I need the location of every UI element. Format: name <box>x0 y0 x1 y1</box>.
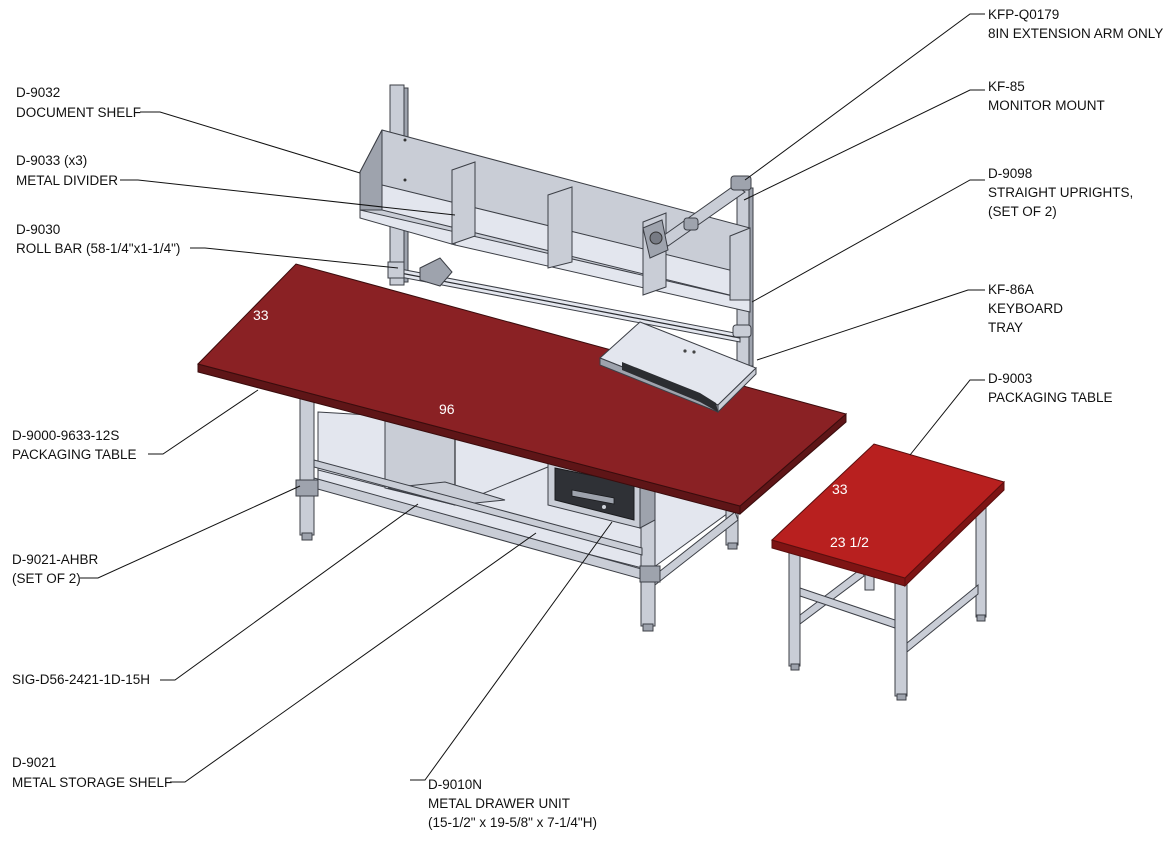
label-d-9032-part: D-9032 <box>16 85 60 100</box>
label-d-9021-part: D-9021 <box>12 755 56 770</box>
leader-kf-86a <box>756 289 985 361</box>
dim-main-length: 96 <box>439 401 455 417</box>
document-shelf <box>359 129 751 313</box>
label-d-9098-part: D-9098 <box>988 166 1032 181</box>
leader-sig-d56 <box>160 503 419 681</box>
label-d-9030-part: D-9030 <box>16 222 60 237</box>
label-d-9021-ahbr-desc: (SET OF 2) <box>12 571 81 586</box>
leader-d-9021-ahbr <box>80 485 301 579</box>
leader-d-9098 <box>751 179 985 303</box>
keyboard-tray <box>599 321 757 414</box>
leader-d-9021 <box>170 532 537 783</box>
label-sig-d56-part: SIG-D56-2421-1D-15H <box>12 672 150 687</box>
label-d-9032-desc: DOCUMENT SHELF <box>16 105 141 120</box>
label-kf-85-desc: MONITOR MOUNT <box>988 98 1105 113</box>
leader-lines <box>80 13 985 783</box>
label-d-9003-part: D-9003 <box>988 371 1032 386</box>
dim-side-width: 23 1/2 <box>830 534 869 550</box>
label-d-9021-ahbr-part: D-9021-AHBR <box>12 552 99 567</box>
label-d-9000-desc: PACKAGING TABLE <box>12 447 137 462</box>
leader-kfp-q0179 <box>744 13 985 181</box>
label-d-9033-part: D-9033 (x3) <box>16 153 87 168</box>
label-kf-85-part: KF-85 <box>988 79 1025 94</box>
roll-bar <box>387 257 741 343</box>
main-table-top: 33 96 <box>197 263 848 516</box>
label-d-9000-part: D-9000-9633-12S <box>12 428 119 443</box>
label-d-9010n-desc-2: (15-1/2" x 19-5/8" x 7-1/4"H) <box>428 815 597 830</box>
leader-kf-85 <box>743 89 985 201</box>
label-kf-86a-desc-1: KEYBOARD <box>988 301 1063 316</box>
label-d-9098-desc-2: (SET OF 2) <box>988 204 1057 219</box>
label-kfp-q0179-desc: 8IN EXTENSION ARM ONLY <box>988 26 1163 41</box>
dim-main-depth: 33 <box>253 307 269 323</box>
leader-d-9030 <box>190 247 399 269</box>
label-d-9021-desc: METAL STORAGE SHELF <box>12 775 172 790</box>
leader-d-9032 <box>140 111 361 174</box>
label-kf-86a-desc-2: TRAY <box>988 320 1023 335</box>
label-d-9010n-part: D-9010N <box>428 777 482 792</box>
label-d-9098-desc-1: STRAIGHT UPRIGHTS, <box>988 185 1133 200</box>
leader-d-9003 <box>909 379 985 456</box>
leader-d-9010n <box>410 521 613 781</box>
main-leg-front-left <box>299 394 315 536</box>
label-d-9030-desc: ROLL BAR (58-1/4"x1-1/4") <box>16 241 180 256</box>
metal-divider <box>547 186 573 269</box>
metal-divider <box>451 161 476 245</box>
label-kf-86a-part: KF-86A <box>988 282 1034 297</box>
side-table-top-surface <box>771 443 1005 579</box>
leader-d-9033 <box>120 179 456 216</box>
label-d-9033-desc: METAL DIVIDER <box>16 173 118 188</box>
monitor-arm <box>642 175 752 338</box>
leader-d-9000 <box>148 389 259 455</box>
label-d-9003-desc: PACKAGING TABLE <box>988 390 1113 405</box>
main-table-top-surface <box>197 263 848 507</box>
callout-labels: KFP-Q0179 8IN EXTENSION ARM ONLY KF-85 M… <box>12 7 1163 830</box>
dim-side-depth: 33 <box>832 481 848 497</box>
label-d-9010n-desc-1: METAL DRAWER UNIT <box>428 796 570 811</box>
side-table: 33 23 1/2 <box>771 443 1005 701</box>
label-kfp-q0179-part: KFP-Q0179 <box>988 7 1059 22</box>
